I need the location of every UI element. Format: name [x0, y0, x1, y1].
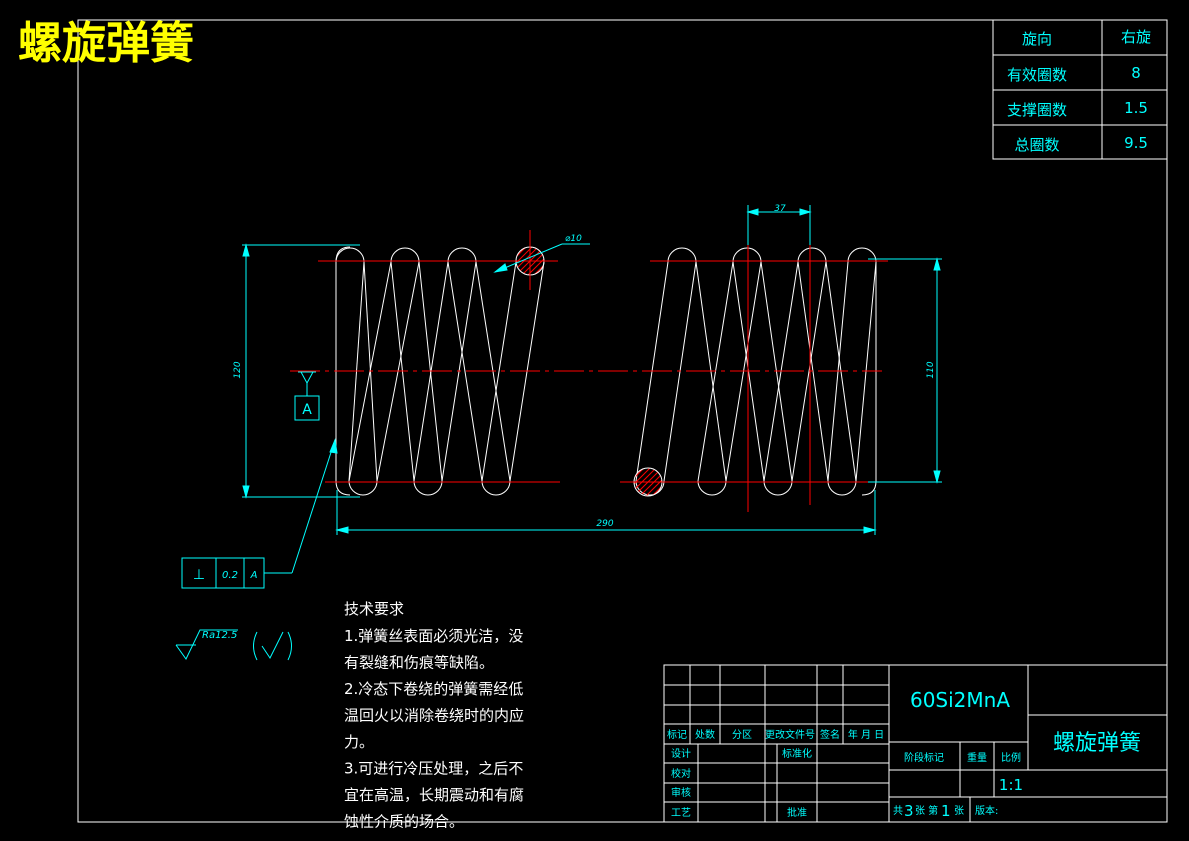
- drawing-title: 螺旋弹簧: [18, 18, 194, 69]
- wire-dia-label: ⌀10: [565, 234, 582, 244]
- sheets-mid: 张 第: [915, 804, 938, 817]
- tech-req-line: 有裂缝和伤痕等缺陷。: [344, 654, 494, 672]
- title-block: [663, 664, 1168, 823]
- tech-req-line: 宜在高温，长期震动和有腐: [344, 786, 524, 804]
- spec-label: 总圈数: [1014, 136, 1059, 154]
- title-block-role-label: 工艺: [671, 807, 691, 819]
- coil-bottom-arc: [635, 480, 665, 496]
- sheet-number: 1: [941, 802, 951, 820]
- spring-view: [335, 246, 877, 497]
- free-length-label: 290: [596, 519, 613, 529]
- spring-left-end-curve: [335, 480, 351, 496]
- title-block-role-label: 设计: [671, 747, 691, 760]
- outer-height-label: 120: [233, 361, 243, 378]
- datum-a-label: A: [302, 402, 312, 418]
- sheets-total: 3: [904, 802, 914, 820]
- spring-right-end-curve: [861, 480, 877, 496]
- stage-mark-label: 阶段标记: [904, 751, 944, 764]
- coil-bottom-arc: [413, 480, 443, 496]
- coil-bottom-arc: [763, 480, 793, 496]
- title-block-header-label: 分区: [732, 729, 752, 741]
- tech-req-line: 1.弹簧丝表面必须光洁，没: [344, 627, 523, 645]
- coil-strand: [481, 261, 517, 482]
- coil-bottom-arc: [481, 480, 511, 496]
- spec-table: [992, 19, 1168, 160]
- tech-req-line: 温回火以消除卷绕时的内应: [344, 707, 524, 725]
- tech-req-line: 蚀性介质的场合。: [344, 813, 464, 831]
- title-block-header-label: 年 月 日: [848, 728, 884, 741]
- tech-req-line: 2.冷态下卷绕的弹簧需经低: [344, 680, 523, 698]
- coil-bottom-arc: [348, 480, 378, 496]
- spec-label: 旋向: [1022, 30, 1052, 48]
- pitch-dim-label: 37: [774, 204, 786, 214]
- coil-top-arc: [335, 247, 365, 263]
- material-label: 60Si2MnA: [910, 688, 1010, 712]
- drawing-frame: [77, 19, 1168, 823]
- tech-req-line: 3.可进行冷压处理，之后不: [344, 760, 523, 778]
- approve-label: 批准: [787, 806, 807, 819]
- title-block-header-label: 签名: [820, 728, 840, 741]
- scale-label: 比例: [1001, 751, 1021, 764]
- version-label: 版本:: [975, 804, 998, 817]
- tolerance-datum: A: [250, 570, 258, 581]
- spec-value: 1.5: [1124, 99, 1148, 117]
- spec-value: 右旋: [1121, 28, 1151, 46]
- tech-req-heading: 技术要求: [344, 600, 404, 618]
- coil-top-arc: [447, 247, 477, 263]
- coil-bottom-arc: [827, 480, 857, 496]
- spring-left-top-curve: [335, 246, 351, 263]
- title-block-role-label: 校对: [671, 767, 691, 780]
- spec-value: 8: [1131, 64, 1141, 82]
- weight-label: 重量: [967, 751, 987, 764]
- coil-top-arc: [732, 247, 762, 263]
- standardize-label: 标准化: [782, 747, 812, 760]
- title-block-header-label: 处数: [695, 728, 715, 741]
- coil-top-arc: [797, 247, 827, 263]
- dimensions: [175, 205, 942, 661]
- coil-top-arc: [847, 247, 877, 263]
- sheet-suffix: 张: [954, 805, 964, 817]
- coil-top-arc: [390, 247, 420, 263]
- tech-req-line: 力。: [344, 733, 374, 751]
- title-block-header-labels: 标记处数 分区 更改文件号签名年 月 日: [667, 728, 884, 741]
- spec-value: 9.5: [1124, 134, 1148, 152]
- title-block-role-label: 审核: [671, 786, 691, 799]
- tolerance-value: 0.2: [222, 570, 238, 581]
- roughness-value: Ra12.5: [202, 630, 237, 641]
- spec-label: 有效圈数: [1007, 66, 1067, 84]
- scale-value: 1:1: [999, 776, 1023, 794]
- spec-label: 支撑圈数: [1007, 101, 1067, 119]
- perpendicularity-symbol: ⊥: [193, 567, 205, 583]
- center-lines: [290, 220, 888, 512]
- coil-bottom-arc: [697, 480, 727, 496]
- inner-height-label: 110: [926, 361, 936, 378]
- title-block-header-label: 更改文件号: [765, 728, 815, 741]
- coil-strand: [447, 261, 483, 482]
- coil-top-arc: [667, 247, 697, 263]
- title-block-header-label: 标记: [667, 729, 687, 741]
- sheets-total-prefix: 共: [893, 805, 903, 817]
- title-block-name: 螺旋弹簧: [1053, 731, 1141, 756]
